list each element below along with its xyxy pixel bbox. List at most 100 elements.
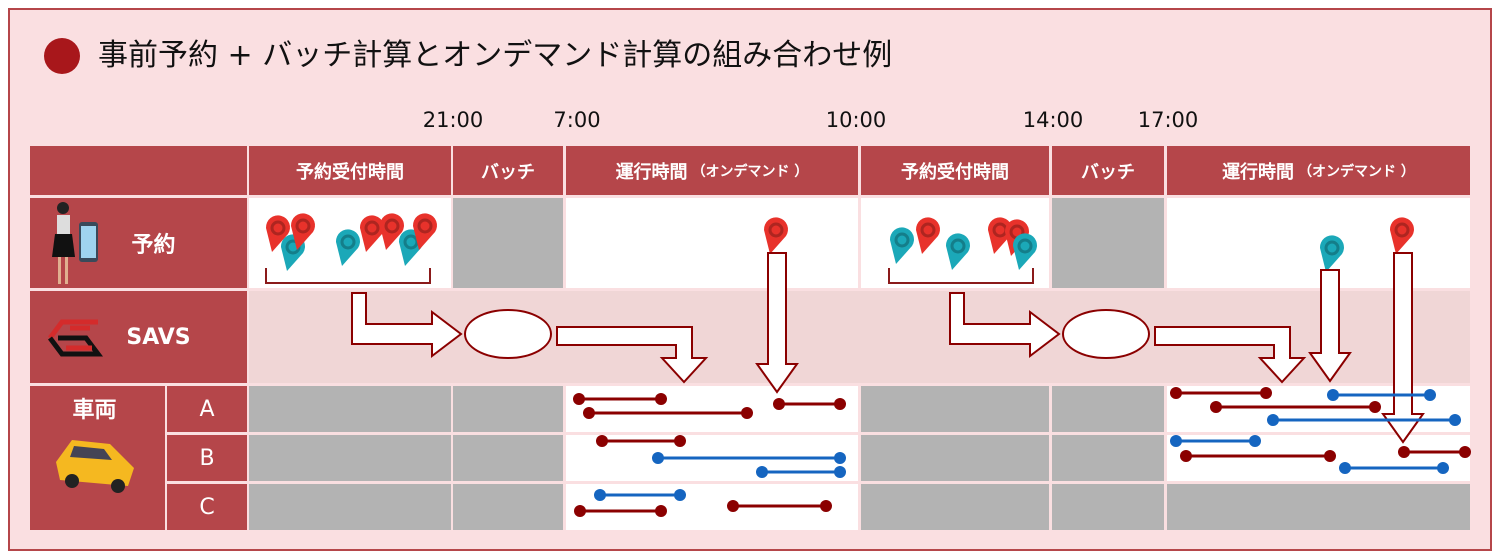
arrow-to-batch bbox=[351, 292, 463, 359]
time-label: 14:00 bbox=[1022, 108, 1084, 132]
location-pin-ring bbox=[894, 232, 910, 248]
route-stop bbox=[594, 489, 606, 501]
route-stop bbox=[655, 393, 667, 405]
header-operation-label: 運行時間 bbox=[615, 161, 688, 183]
vehicle-cell bbox=[249, 435, 451, 481]
arrow-to-batch bbox=[949, 292, 1061, 359]
person-with-phone-icon bbox=[52, 202, 98, 284]
location-pin-ring bbox=[384, 218, 400, 234]
time-label: 10:00 bbox=[825, 108, 887, 132]
route-stop bbox=[1170, 387, 1182, 399]
header-operation-note: （オンデマンド ） bbox=[691, 163, 809, 180]
route-stop bbox=[1324, 450, 1336, 462]
vehicle-cell bbox=[1167, 484, 1470, 530]
route-stop bbox=[1339, 462, 1351, 474]
route-stop bbox=[741, 407, 753, 419]
location-pin-icon bbox=[889, 227, 914, 264]
route-stop bbox=[652, 452, 664, 464]
header-operation-note: （オンデマンド ） bbox=[1298, 163, 1415, 180]
location-pin-icon bbox=[987, 217, 1012, 254]
bullet-icon bbox=[44, 38, 80, 74]
cell bbox=[1167, 198, 1470, 288]
reservation-label: 予約 bbox=[131, 233, 176, 258]
cell bbox=[453, 198, 563, 288]
header-batch: バッチ bbox=[1052, 146, 1164, 195]
location-pin-ring bbox=[270, 220, 286, 236]
location-pin-icon bbox=[763, 217, 788, 254]
header-booking: 予約受付時間 bbox=[249, 146, 451, 195]
route-stop bbox=[834, 398, 846, 410]
route-stop bbox=[1210, 401, 1222, 413]
vehicle-cell bbox=[453, 435, 563, 481]
time-label: 21:00 bbox=[422, 108, 484, 132]
location-pin-ring bbox=[950, 238, 966, 254]
arrow-to-vehicles bbox=[556, 326, 709, 384]
route-stop bbox=[1424, 389, 1436, 401]
location-pin-icon bbox=[335, 229, 360, 266]
ondemand-arrow bbox=[755, 252, 799, 394]
route-stop bbox=[1449, 414, 1461, 426]
route-stop bbox=[1398, 446, 1410, 458]
location-pin-ring bbox=[417, 218, 433, 234]
location-pin-icon bbox=[412, 213, 437, 250]
route-stop bbox=[674, 489, 686, 501]
location-pin-ring bbox=[295, 218, 311, 234]
location-pin-ring bbox=[920, 222, 936, 238]
batch-process-ellipse bbox=[1062, 309, 1150, 359]
bracket bbox=[888, 268, 1034, 284]
vehicle-cell bbox=[249, 386, 451, 432]
vehicle-cell bbox=[249, 484, 451, 530]
route-stop bbox=[834, 452, 846, 464]
header-booking: 予約受付時間 bbox=[861, 146, 1049, 195]
location-pin-ring bbox=[364, 220, 380, 236]
route-stop bbox=[1180, 450, 1192, 462]
vehicle-cell bbox=[861, 435, 1049, 481]
route-stop bbox=[1459, 446, 1471, 458]
route-stop bbox=[583, 407, 595, 419]
route-stop bbox=[655, 505, 667, 517]
vehicle-cell bbox=[1052, 386, 1164, 432]
header-operation-label: 運行時間 bbox=[1222, 161, 1295, 183]
location-pin-ring bbox=[1017, 238, 1033, 254]
vehicle-c-label: C bbox=[167, 484, 247, 530]
savs-logo-icon bbox=[48, 319, 103, 357]
location-pin-icon bbox=[1319, 235, 1344, 272]
vehicle-cell bbox=[1052, 484, 1164, 530]
route-stop bbox=[1260, 387, 1272, 399]
route-stop bbox=[756, 466, 768, 478]
batch-process-ellipse bbox=[464, 309, 552, 359]
route-stop bbox=[574, 505, 586, 517]
time-label: 7:00 bbox=[553, 108, 601, 132]
route-stop bbox=[1437, 462, 1449, 474]
bracket bbox=[265, 268, 431, 284]
route-stop bbox=[674, 435, 686, 447]
diagram-title: 事前予約 + バッチ計算とオンデマンド計算の組み合わせ例 bbox=[98, 38, 893, 73]
vehicle-cell bbox=[1052, 435, 1164, 481]
location-pin-ring bbox=[1394, 222, 1410, 238]
route-stop bbox=[1369, 401, 1381, 413]
location-pin-ring bbox=[768, 222, 784, 238]
header-batch: バッチ bbox=[453, 146, 563, 195]
vehicle-cell bbox=[861, 484, 1049, 530]
ondemand-arrow bbox=[1381, 252, 1425, 444]
vehicle-label: 車両 bbox=[72, 398, 117, 423]
ondemand-arrow bbox=[1308, 269, 1352, 383]
location-pin-icon bbox=[290, 213, 315, 250]
location-pin-icon bbox=[359, 215, 384, 252]
route-stop bbox=[820, 500, 832, 512]
location-pin-icon bbox=[1012, 233, 1037, 270]
location-pin-ring bbox=[340, 234, 356, 250]
vehicle-cell bbox=[453, 386, 563, 432]
route-stop bbox=[596, 435, 608, 447]
vehicle-cell bbox=[566, 386, 858, 432]
location-pin-icon bbox=[1389, 217, 1414, 254]
location-pin-icon bbox=[945, 233, 970, 270]
arrow-to-vehicles bbox=[1154, 326, 1307, 384]
route-stop bbox=[573, 393, 585, 405]
route-stop bbox=[1267, 414, 1279, 426]
location-pin-icon bbox=[379, 213, 404, 250]
vehicle-b-label: B bbox=[167, 435, 247, 481]
route-stop bbox=[727, 500, 739, 512]
header-corner bbox=[30, 146, 247, 195]
